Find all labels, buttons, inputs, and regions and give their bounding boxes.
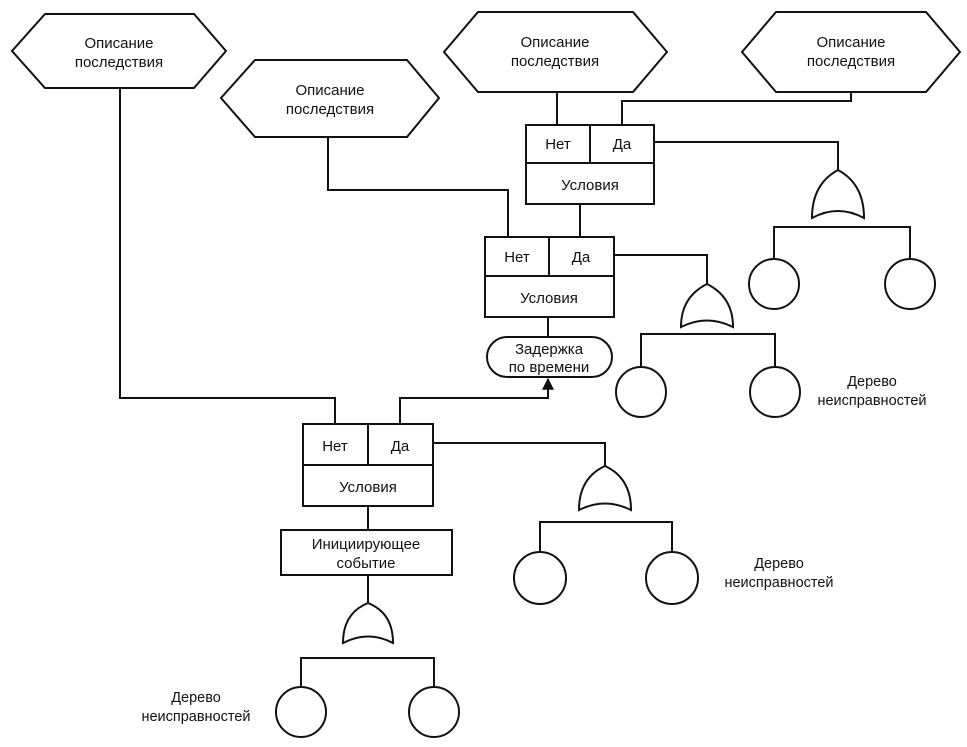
svg-text:Дерево: Дерево bbox=[171, 690, 221, 706]
svg-text:Дерево: Дерево bbox=[754, 556, 804, 572]
initiating-event-line1: Инициирующее bbox=[312, 536, 421, 553]
condition-box-middle: Нет Да Условия bbox=[484, 236, 615, 318]
basic-event-circle bbox=[884, 258, 936, 310]
condition-box-lower: Нет Да Условия bbox=[302, 423, 434, 507]
condition-no-label: Нет bbox=[322, 438, 348, 455]
time-delay-box: Задержка по времени bbox=[486, 336, 613, 378]
consequence-hexagon-3: Описание последствия bbox=[442, 11, 669, 93]
consequence-3-line2: последствия bbox=[511, 53, 599, 70]
consequence-hexagon-2: Описание последствия bbox=[219, 59, 441, 138]
connector-consequence-4 bbox=[621, 92, 852, 125]
basic-event-circle bbox=[749, 366, 801, 418]
gate-branch-lower bbox=[539, 521, 673, 553]
or-gate-icon-middle bbox=[679, 282, 735, 329]
connector-condition-2-to-gate bbox=[614, 254, 708, 284]
basic-event-circle bbox=[408, 686, 460, 738]
delay-line1: Задержка bbox=[515, 341, 584, 358]
condition-yes-label: Да bbox=[613, 136, 632, 153]
connector-condition-3-to-gate bbox=[654, 141, 839, 170]
condition-label: Условия bbox=[339, 479, 397, 496]
or-gate-icon-bottom bbox=[341, 601, 395, 645]
condition-label: Условия bbox=[561, 177, 619, 194]
condition-yes-label: Да bbox=[572, 249, 591, 266]
basic-event-circle bbox=[275, 686, 327, 738]
initiating-event-line2: событие bbox=[337, 555, 396, 572]
connector-lines bbox=[119, 88, 911, 688]
basic-event-circle bbox=[513, 551, 567, 605]
connector-condition-1-to-gate bbox=[433, 442, 606, 466]
consequence-4-line1: Описание bbox=[816, 34, 885, 51]
initiating-event-box: Инициирующее событие bbox=[280, 529, 453, 576]
consequence-4-line2: последствия bbox=[807, 53, 895, 70]
fault-tree-label-middle: Дерево неисправностей bbox=[817, 374, 926, 409]
condition-label: Условия bbox=[520, 290, 578, 307]
connector-consequence-2 bbox=[327, 137, 509, 237]
connector-yes-to-delay bbox=[399, 377, 554, 424]
consequence-3-line1: Описание bbox=[520, 34, 589, 51]
fault-tree-label-bottom: Дерево неисправностей bbox=[141, 690, 250, 725]
svg-text:Дерево: Дерево bbox=[847, 374, 897, 390]
condition-yes-label: Да bbox=[391, 438, 410, 455]
basic-event-circle bbox=[615, 366, 667, 418]
svg-text:неисправностей: неисправностей bbox=[817, 393, 926, 409]
consequence-1-line2: последствия bbox=[75, 54, 163, 71]
condition-box-upper: Нет Да Условия bbox=[525, 124, 655, 205]
connector-consequence-1 bbox=[119, 88, 336, 424]
basic-event-circle bbox=[645, 551, 699, 605]
consequence-1-line1: Описание bbox=[84, 35, 153, 52]
fault-tree-label-lower: Дерево неисправностей bbox=[724, 556, 833, 591]
or-gate-icon-lower bbox=[577, 464, 633, 512]
gate-branch-middle bbox=[640, 333, 776, 370]
basic-event-circle bbox=[748, 258, 800, 310]
condition-no-label: Нет bbox=[504, 249, 530, 266]
or-gate-icon-upper bbox=[810, 168, 866, 220]
gate-branch-bottom bbox=[300, 657, 435, 688]
delay-line2: по времени bbox=[509, 359, 590, 376]
consequence-2-line1: Описание bbox=[295, 82, 364, 99]
svg-text:неисправностей: неисправностей bbox=[724, 575, 833, 591]
consequence-hexagon-4: Описание последствия bbox=[740, 11, 962, 93]
consequence-hexagon-1: Описание последствия bbox=[10, 13, 228, 89]
condition-no-label: Нет bbox=[545, 136, 571, 153]
gate-branch-upper bbox=[773, 226, 911, 260]
consequence-2-line2: последствия bbox=[286, 101, 374, 118]
svg-text:неисправностей: неисправностей bbox=[141, 709, 250, 725]
